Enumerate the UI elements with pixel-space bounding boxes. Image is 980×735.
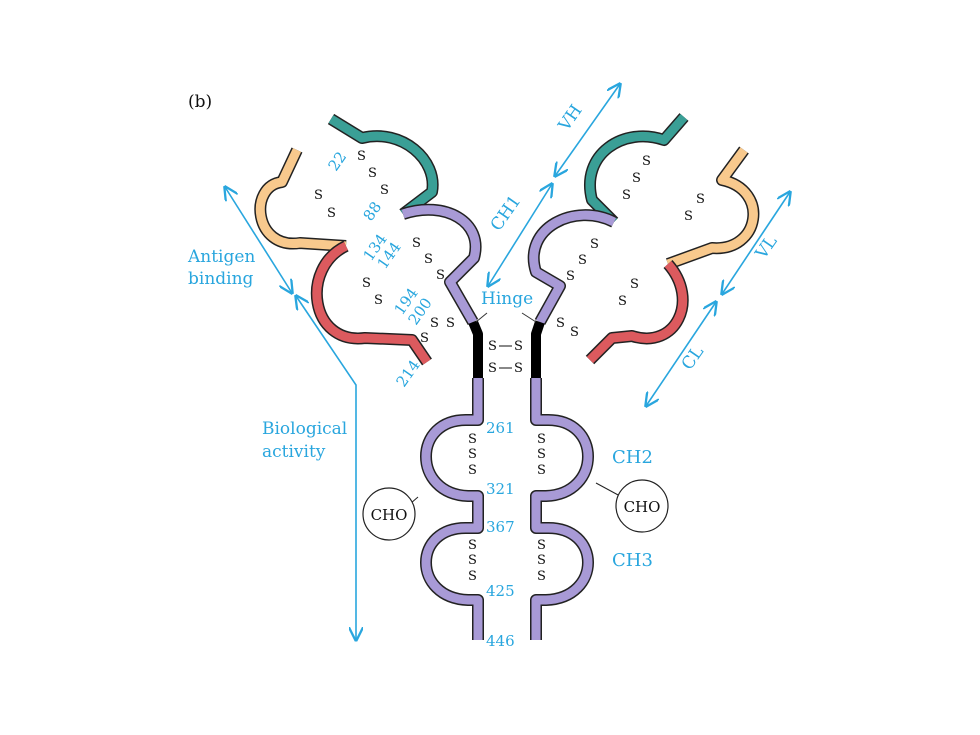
svg-text:S: S xyxy=(514,339,523,354)
svg-text:S: S xyxy=(537,463,546,478)
hinge-pointer-right xyxy=(521,312,537,323)
svg-text:S: S xyxy=(368,166,377,181)
svg-text:S: S xyxy=(570,325,579,340)
biological-activity-arrow xyxy=(296,296,356,640)
residue-88: 88 xyxy=(360,198,386,224)
svg-text:S: S xyxy=(468,432,477,447)
svg-text:CHO: CHO xyxy=(624,498,661,516)
cho-left: CHO xyxy=(362,487,419,541)
vl-arrow xyxy=(722,192,790,294)
svg-text:S: S xyxy=(622,188,631,203)
svg-text:S: S xyxy=(537,553,546,568)
fc-disulfides: S S S S S S S S S S S S xyxy=(468,432,546,584)
biological-activity-label-line1: Biological xyxy=(262,419,347,439)
svg-text:S: S xyxy=(446,316,455,331)
cho-right: CHO xyxy=(595,479,669,533)
ch1-arrow xyxy=(488,184,552,286)
svg-text:S: S xyxy=(468,447,477,462)
ch1-label: CH1 xyxy=(487,192,526,235)
left-heavy-chain xyxy=(327,113,484,640)
svg-text:S: S xyxy=(642,154,651,169)
residue-261: 261 xyxy=(486,419,515,437)
svg-text:S: S xyxy=(632,171,641,186)
svg-text:S: S xyxy=(537,538,546,553)
residue-321: 321 xyxy=(486,480,515,498)
antigen-binding-label-line2: binding xyxy=(188,269,254,289)
svg-text:S: S xyxy=(468,463,477,478)
residue-446: 446 xyxy=(486,632,515,650)
svg-text:S: S xyxy=(578,253,587,268)
svg-text:S: S xyxy=(362,276,371,291)
residue-22: 22 xyxy=(325,148,351,174)
svg-text:S: S xyxy=(590,237,599,252)
svg-text:S: S xyxy=(696,192,705,207)
svg-text:S: S xyxy=(537,447,546,462)
cl-arrow xyxy=(646,302,716,406)
biological-activity-label-line2: activity xyxy=(262,442,326,462)
right-light-chain xyxy=(585,146,760,365)
svg-text:S: S xyxy=(380,183,389,198)
svg-text:S: S xyxy=(468,569,477,584)
svg-text:S: S xyxy=(514,361,523,376)
hinge-disulfides: S S S S xyxy=(488,339,523,376)
svg-text:S: S xyxy=(424,252,433,267)
svg-text:S: S xyxy=(537,432,546,447)
antigen-binding-label-line1: Antigen xyxy=(187,247,255,267)
svg-text:S: S xyxy=(556,316,565,331)
svg-text:S: S xyxy=(488,339,497,354)
svg-text:S: S xyxy=(420,331,429,346)
right-intrachain-disulfides: S S S S S S S S S S S S xyxy=(556,154,705,340)
antigen-binding-arrow xyxy=(225,187,292,293)
svg-text:S: S xyxy=(430,316,439,331)
svg-text:S: S xyxy=(468,553,477,568)
svg-text:S: S xyxy=(684,209,693,224)
left-intrachain-disulfides: S S S S S S S S S S S S S xyxy=(314,149,455,346)
svg-text:S: S xyxy=(566,269,575,284)
cl-label: CL xyxy=(678,342,708,373)
svg-text:S: S xyxy=(314,188,323,203)
hinge-pointer-left xyxy=(475,312,488,323)
svg-text:S: S xyxy=(357,149,366,164)
svg-text:S: S xyxy=(488,361,497,376)
residue-367: 367 xyxy=(486,518,515,536)
svg-text:S: S xyxy=(537,569,546,584)
svg-text:CHO: CHO xyxy=(371,506,408,524)
svg-text:S: S xyxy=(327,206,336,221)
hinge-label: Hinge xyxy=(481,289,533,309)
svg-text:S: S xyxy=(374,293,383,308)
panel-label: (b) xyxy=(188,92,212,112)
right-heavy-chain xyxy=(527,113,689,640)
residue-214: 214 xyxy=(393,357,424,391)
left-light-chain xyxy=(254,147,432,366)
ch2-label: CH2 xyxy=(612,447,653,468)
svg-text:S: S xyxy=(630,277,639,292)
vh-label: VH xyxy=(554,101,587,135)
svg-text:S: S xyxy=(412,236,421,251)
residue-425: 425 xyxy=(486,582,515,600)
svg-text:S: S xyxy=(618,294,627,309)
svg-text:S: S xyxy=(436,268,445,283)
ch3-label: CH3 xyxy=(612,550,653,571)
vh-arrow xyxy=(555,84,620,176)
vl-label: VL xyxy=(751,232,781,264)
svg-text:S: S xyxy=(468,538,477,553)
